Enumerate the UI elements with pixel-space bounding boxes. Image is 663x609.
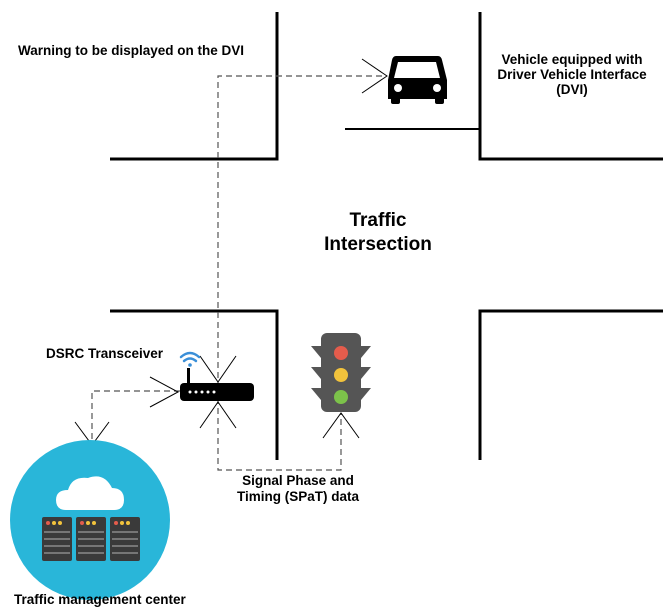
car-icon	[388, 56, 447, 104]
arrow-to-dsrc-bottom	[199, 401, 237, 429]
intersection-title-line-2: Intersection	[324, 234, 432, 255]
cloud-server-icon	[10, 440, 170, 600]
road-edges	[110, 12, 663, 460]
road-edge-top-right	[478, 12, 663, 161]
link-light-to-dsrc	[217, 398, 342, 471]
road-edge-top-left	[110, 12, 279, 161]
dsrc-label: DSRC Transceiver	[46, 346, 164, 361]
traffic-light-icon	[311, 333, 371, 412]
warning-label: Warning to be displayed on the DVI	[18, 43, 245, 58]
arrow-to-traffic-light	[322, 412, 360, 439]
arrow-to-dsrc-left	[149, 376, 180, 408]
link-dsrc-to-vehicle	[217, 75, 385, 398]
road-edge-bottom-right	[478, 309, 663, 460]
road-edge-bottom-left	[110, 309, 279, 460]
intersection-title-line-1: Traffic	[349, 210, 407, 231]
wifi-icon	[179, 351, 201, 367]
server-rack	[42, 517, 140, 561]
spat-label-line-1: Signal Phase and	[242, 473, 354, 488]
vehicle-label-line-3: (DVI)	[556, 82, 588, 97]
vehicle-label-line-2: Driver Vehicle Interface	[497, 67, 647, 82]
dashed-links	[91, 75, 385, 471]
tmc-label: Traffic management center	[14, 592, 186, 607]
arrow-to-dsrc-top	[199, 355, 237, 383]
router-icon	[180, 368, 254, 401]
link-dsrc-to-tmc	[91, 390, 180, 442]
vehicle-label-line-1: Vehicle equipped with	[501, 52, 643, 67]
spat-label-line-2: Timing (SPaT) data	[236, 489, 359, 504]
arrow-to-vehicle	[361, 58, 388, 94]
